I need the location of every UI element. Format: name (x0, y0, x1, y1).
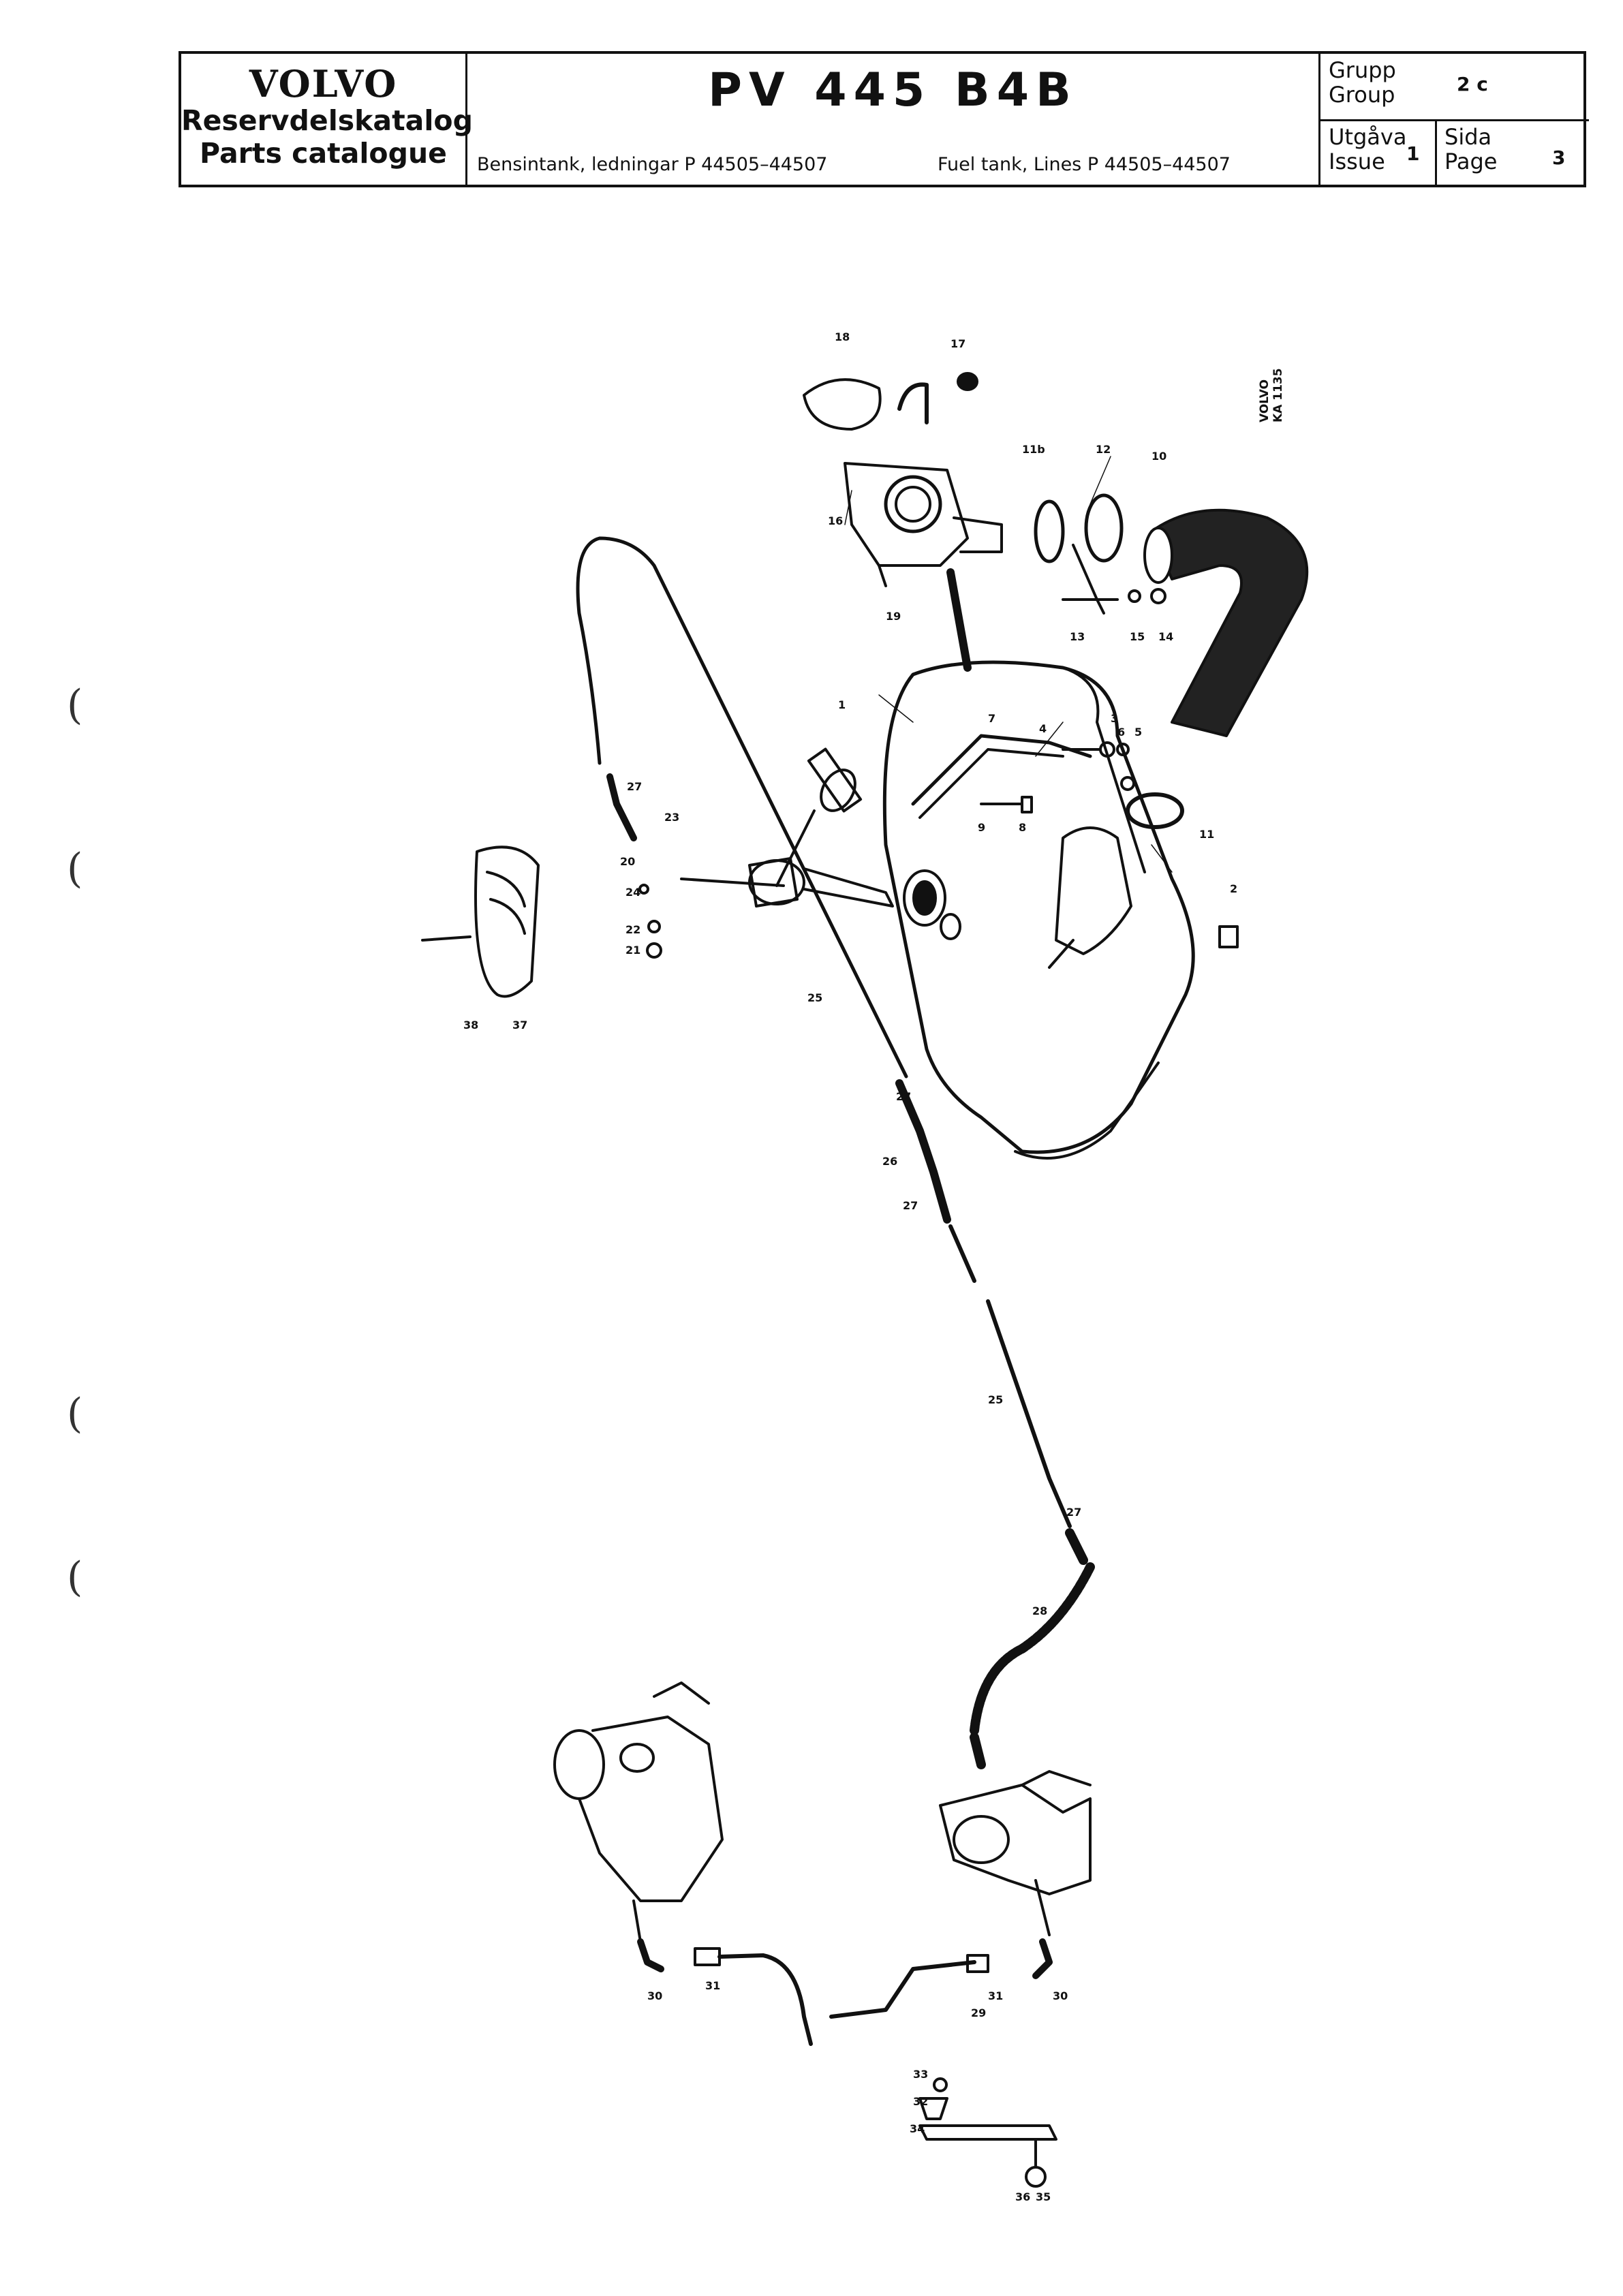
subtitle-english: Fuel tank, Lines P 44505–44507 (938, 154, 1231, 175)
callout-30: 30 (647, 1989, 662, 2002)
fuel-pump (829, 1770, 1092, 2019)
carburettor (553, 1681, 813, 2046)
catalog-header: VOLVO Reservdelskatalog Parts catalogue … (179, 51, 1589, 187)
catalog-title-sv: Reservdelskatalog (181, 104, 473, 137)
fuel-lines (576, 536, 1095, 1769)
callout-35: 35 (1036, 2190, 1051, 2203)
callout-29: 29 (971, 2006, 986, 2019)
callout-31: 31 (705, 1979, 720, 1992)
brand-cell: VOLVO Reservdelskatalog Parts catalogue (181, 54, 473, 185)
callout-36: 36 (1015, 2190, 1030, 2203)
callout-21: 21 (625, 944, 640, 957)
callout-27-c: 27 (903, 1199, 918, 1212)
binder-mark: ( (67, 1553, 83, 1601)
issue-label-sv: Utgåva (1329, 124, 1407, 150)
callout-32: 32 (913, 2095, 928, 2108)
group-value: 2 c (1457, 73, 1488, 95)
group-label-sv: Grupp (1329, 57, 1396, 83)
brand-logo: VOLVO (249, 62, 398, 106)
callout-10: 10 (1151, 450, 1166, 463)
filler-hose (1034, 493, 1309, 829)
pipe-bracket (918, 2077, 1057, 2188)
callout-25: 25 (807, 991, 822, 1004)
issue-label-en: Issue (1329, 149, 1385, 174)
issue-label: Utgåva Issue (1329, 125, 1406, 174)
model-title: PV 445 B4B (708, 63, 1078, 117)
callout-18: 18 (835, 330, 850, 343)
callout-26: 26 (882, 1155, 897, 1168)
callout-27: 27 (627, 780, 642, 793)
page-label-en: Page (1444, 149, 1498, 174)
leader-lines (844, 456, 1173, 873)
model-cell: PV 445 B4B Bensintank, ledningar P 44505… (467, 54, 1320, 185)
callout-5: 5 (1134, 726, 1142, 739)
callout-38: 38 (463, 1019, 478, 1031)
callout-17: 17 (950, 337, 965, 350)
callout-11b: 11b (1022, 443, 1045, 456)
meta-divider-v (1435, 119, 1437, 185)
sender-unit (421, 747, 894, 998)
binder-mark: ( (67, 845, 83, 893)
callout-22: 22 (625, 923, 640, 936)
callout-9: 9 (978, 821, 985, 834)
callout-33: 33 (913, 2068, 928, 2081)
group-label-en: Group (1329, 82, 1395, 108)
callout-13: 13 (1070, 630, 1085, 643)
meta-cell: Grupp Group 2 c Utgåva Issue 1 Sida Page… (1320, 54, 1589, 185)
binder-mark: ( (67, 681, 83, 729)
callout-30-b: 30 (1053, 1989, 1068, 2002)
fuel-tank (882, 660, 1239, 1160)
callout-19: 19 (886, 610, 901, 623)
callout-14: 14 (1158, 630, 1173, 643)
callout-16: 16 (828, 514, 843, 527)
subtitle-swedish: Bensintank, ledningar P 44505–44507 (477, 154, 828, 175)
callout-37: 37 (512, 1019, 527, 1031)
callout-28: 28 (1032, 1604, 1047, 1617)
callout-1: 1 (838, 698, 846, 711)
group-label: Grupp Group (1329, 58, 1396, 107)
callout-3: 3 (1111, 712, 1118, 725)
callout-27-b: 27 (896, 1090, 911, 1103)
page-value: 3 (1552, 146, 1566, 169)
callout-23: 23 (664, 811, 679, 824)
binder-mark: ( (67, 1390, 83, 1438)
callout-15: 15 (1130, 630, 1145, 643)
catalog-title-en: Parts catalogue (200, 137, 447, 170)
callout-7: 7 (988, 712, 995, 725)
callout-2: 2 (1230, 882, 1237, 895)
callout-34: 34 (910, 2122, 925, 2135)
issue-value: 1 (1406, 142, 1420, 165)
callout-25-lower: 25 (988, 1393, 1003, 1406)
callout-12: 12 (1096, 443, 1111, 456)
callout-11: 11 (1199, 828, 1214, 841)
callout-8: 8 (1019, 821, 1026, 834)
callout-31-b: 31 (988, 1989, 1003, 2002)
callout-20: 20 (620, 855, 635, 868)
page-label-sv: Sida (1444, 124, 1492, 150)
callout-6: 6 (1117, 726, 1125, 739)
meta-divider-h (1320, 119, 1589, 121)
callout-27-d: 27 (1066, 1506, 1081, 1519)
callout-4: 4 (1039, 722, 1047, 735)
page-label: Sida Page (1444, 125, 1497, 174)
filler-box (803, 372, 1003, 672)
callout-24: 24 (625, 886, 640, 899)
